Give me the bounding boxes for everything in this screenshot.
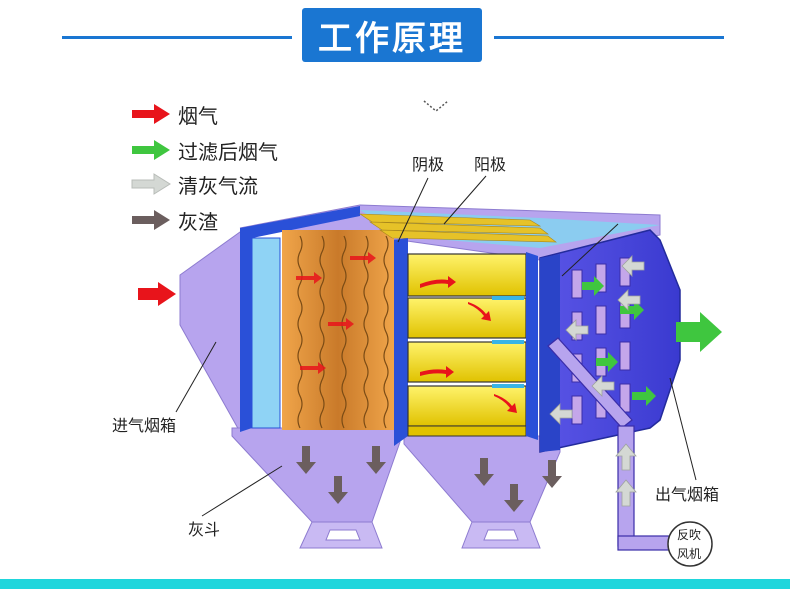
plate-gap-cyan xyxy=(492,340,524,344)
grey-arrow-icon xyxy=(131,173,171,195)
ash-hopper-left xyxy=(231,427,401,523)
ash-down-arrow-icon xyxy=(366,446,386,474)
plate-gap-cyan xyxy=(492,296,524,300)
pulse-pipe-diagonal xyxy=(547,337,633,429)
red-flow-arrow-icon xyxy=(350,252,376,264)
red-flow-arrow-icon xyxy=(300,362,326,374)
red-flow-arrow-icon xyxy=(494,394,517,413)
red-flow-arrow-icon xyxy=(468,302,491,321)
legend-label: 灰渣 xyxy=(178,209,218,234)
legend-label: 过滤后烟气 xyxy=(178,139,278,164)
red-flow-arrow-icon xyxy=(420,366,454,378)
green-flow-arrow-icon xyxy=(632,386,656,406)
outlet-box-front xyxy=(540,254,560,452)
title-rule-right xyxy=(494,36,724,39)
plate-side-panel xyxy=(526,252,538,440)
collector-plates-top xyxy=(358,213,557,243)
legend-item-filtered-gas: 过滤后烟气 xyxy=(130,136,278,164)
bottom-accent-bar xyxy=(0,579,790,589)
outlet-box-label: 出气烟箱 xyxy=(655,485,720,504)
pulse-pipe-horizontal xyxy=(617,535,671,551)
ash-hopper-left-outlet xyxy=(325,529,361,541)
green-flow-arrow-icon xyxy=(582,276,604,296)
blower-fan xyxy=(667,521,713,567)
legend-item-ash: 灰渣 xyxy=(130,206,218,234)
title-banner: 工作原理 xyxy=(302,8,482,62)
outlet-green-arrow-icon xyxy=(676,312,722,352)
grey-flow-arrow-icon xyxy=(549,403,573,425)
legend-item-cleaning-air: 清灰气流 xyxy=(130,170,258,198)
title-rule-left xyxy=(62,36,292,39)
legend-label: 清灰气流 xyxy=(178,173,258,198)
green-flow-arrow-icon xyxy=(596,352,618,372)
grey-flow-arrow-icon xyxy=(615,479,637,507)
anode-label: 阳极 xyxy=(474,155,507,174)
green-flow-arrow-icon xyxy=(620,300,644,320)
inlet-box xyxy=(179,231,251,433)
collector-plates xyxy=(407,253,527,437)
ash-down-arrow-icon xyxy=(504,484,524,512)
leader-lines xyxy=(175,175,697,517)
blower-label-line2: 风机 xyxy=(677,547,702,561)
cleaning-air-arrows xyxy=(549,255,645,507)
grey-flow-arrow-icon xyxy=(615,443,637,471)
dark-arrow-icon xyxy=(132,210,170,230)
ash-down-arrow-icon xyxy=(328,476,348,504)
filtered-gas-arrows xyxy=(582,276,722,406)
inlet-red-arrow-icon xyxy=(138,282,176,306)
ash-down-arrow-icon xyxy=(474,458,494,486)
grey-flow-arrow-icon xyxy=(565,319,589,341)
red-arrow-icon xyxy=(132,104,170,124)
cathode-label: 阴极 xyxy=(412,155,445,174)
inlet-glass xyxy=(251,237,281,429)
grey-flow-arrow-icon xyxy=(621,255,645,277)
middle-frame xyxy=(394,238,408,446)
page-title: 工作原理 xyxy=(318,18,466,59)
red-flow-arrow-icon xyxy=(420,276,456,288)
red-flow-arrow-icon xyxy=(296,272,322,284)
grey-flow-arrow-icon xyxy=(617,289,641,311)
green-arrow-icon xyxy=(132,140,170,160)
grey-flow-arrow-icon xyxy=(591,375,615,397)
ash-arrows xyxy=(296,446,562,512)
ash-down-arrow-icon xyxy=(296,446,316,474)
discharge-wires xyxy=(297,235,389,429)
legend-label: 烟气 xyxy=(178,103,218,128)
inlet-box-label: 进气烟箱 xyxy=(112,416,177,435)
blower-label-line1: 反吹 xyxy=(677,528,702,542)
ash-hopper-right-outlet xyxy=(483,529,519,541)
chevron-down-icon xyxy=(423,100,449,112)
red-flow-arrow-icon xyxy=(328,318,354,330)
ash-hopper-label: 灰斗 xyxy=(188,520,221,539)
legend-item-flue-gas: 烟气 xyxy=(130,100,218,128)
ash-down-arrow-icon xyxy=(542,460,562,488)
flue-gas-arrows xyxy=(138,252,517,413)
plate-gap-cyan xyxy=(492,384,524,388)
